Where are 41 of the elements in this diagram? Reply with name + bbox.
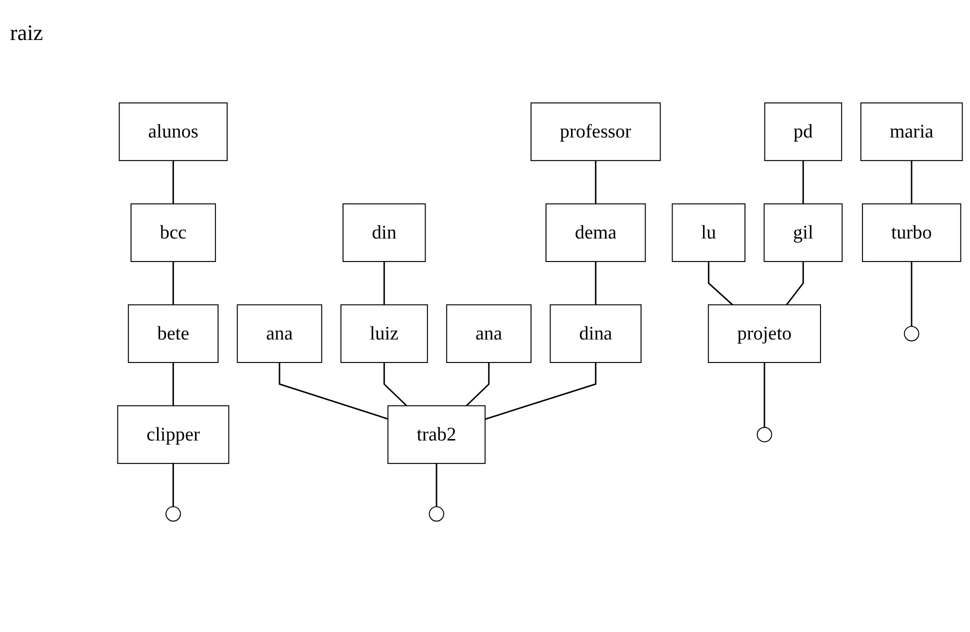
node-box: ana — [446, 304, 532, 363]
node-box: luiz — [340, 304, 428, 363]
node-circle — [756, 426, 772, 442]
node-box: ana — [236, 304, 322, 363]
node-box: dina — [550, 304, 642, 363]
node-box: professor — [530, 102, 661, 162]
node-box: din — [342, 203, 426, 262]
node-box: projeto — [708, 304, 821, 363]
node-box: pd — [764, 102, 842, 162]
node-box: trab2 — [387, 405, 486, 464]
node-circle — [904, 326, 920, 342]
node-box: turbo — [862, 203, 962, 262]
node-box: maria — [860, 102, 963, 162]
connector — [172, 160, 174, 204]
node-circle — [166, 506, 181, 522]
node-circle — [428, 506, 444, 522]
connector — [466, 362, 490, 406]
connector — [786, 262, 804, 306]
connector — [383, 262, 385, 305]
node-box: gil — [764, 203, 843, 262]
connector — [172, 463, 174, 507]
connector — [910, 262, 912, 326]
node-box: bete — [128, 304, 219, 363]
node-box: lu — [672, 203, 746, 262]
connector — [383, 362, 408, 406]
connector — [764, 362, 766, 428]
connector — [172, 362, 174, 406]
connector — [910, 160, 912, 204]
connector — [484, 362, 596, 420]
connector — [594, 160, 596, 204]
node-box: clipper — [117, 405, 230, 464]
connector — [172, 262, 174, 305]
node-box: alunos — [118, 102, 228, 162]
connector — [708, 262, 734, 306]
node-box: bcc — [130, 203, 216, 262]
connector — [594, 262, 596, 305]
connector — [278, 362, 388, 420]
connector — [802, 160, 804, 204]
connector — [436, 463, 438, 507]
root-label: raiz — [10, 20, 44, 46]
node-box: dema — [546, 203, 646, 262]
